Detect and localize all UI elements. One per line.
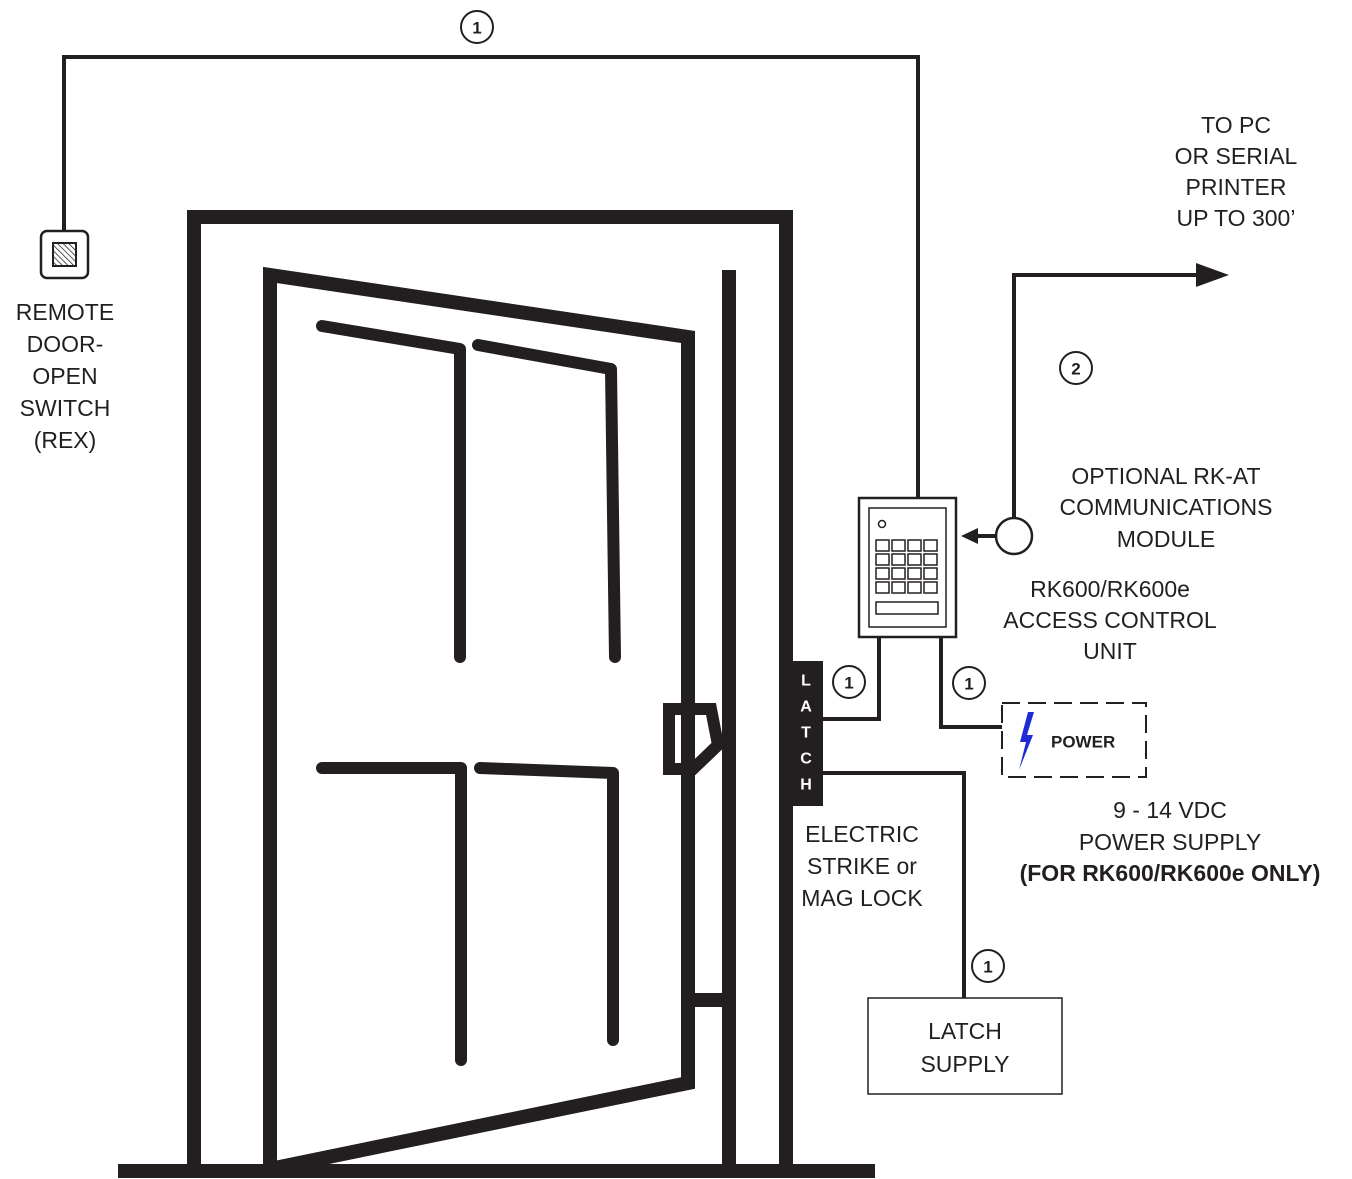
rex-label: (REX) [34, 427, 97, 453]
electric-strike-label: STRIKE or [807, 853, 917, 879]
wire-latch-to-supply [823, 771, 966, 998]
rex-label: DOOR- [27, 331, 104, 357]
comm-module-label: COMMUNICATIONS [1060, 494, 1273, 520]
svg-text:1: 1 [472, 19, 481, 38]
svg-text:2: 2 [1071, 360, 1080, 379]
keypad-key [875, 539, 890, 552]
svg-text:1: 1 [964, 675, 973, 694]
svg-text:1: 1 [844, 674, 853, 693]
keypad-key [907, 581, 922, 594]
comm-module-label: MODULE [1117, 526, 1215, 552]
access-unit-label: RK600/RK600e [1030, 576, 1190, 602]
keypad-key [891, 539, 906, 552]
power-box-label: POWER [1051, 733, 1115, 752]
keypad-key [875, 581, 890, 594]
to-pc-label: UP TO 300’ [1177, 205, 1296, 231]
keypad-keys [875, 539, 938, 594]
keypad-key [891, 567, 906, 580]
keypad-key [907, 567, 922, 580]
wire-number-power: 1 [952, 666, 986, 700]
electric-strike-label: ELECTRIC [805, 821, 919, 847]
wire-to-pc [1012, 273, 1210, 517]
electric-strike-label: MAG LOCK [801, 885, 923, 911]
comm-module [994, 516, 1034, 556]
door-leaf [263, 266, 695, 1176]
to-pc-label: OR SERIAL [1175, 143, 1298, 169]
door-panel-lower-left [316, 762, 467, 1066]
arrow-to-pc [1196, 263, 1229, 287]
keypad-key [875, 553, 890, 566]
latch-letter-t: T [801, 725, 811, 742]
access-unit-label: UNIT [1083, 638, 1137, 664]
rex-label: OPEN [32, 363, 97, 389]
door-frame [187, 210, 793, 1171]
door-handle [663, 703, 725, 775]
wire-number-comm: 2 [1059, 351, 1093, 385]
latch-supply-label: LATCH [928, 1018, 1002, 1044]
latch-letter-l: L [801, 673, 811, 690]
latch-letter-c: C [800, 751, 812, 768]
wire-rex-to-unit [62, 55, 920, 498]
latch-bar [790, 661, 823, 806]
to-pc-label: PRINTER [1186, 174, 1287, 200]
keypad-key [891, 581, 906, 594]
door-panel-lower-right [474, 762, 619, 1046]
keypad-key [907, 553, 922, 566]
to-pc-label: TO PC [1201, 112, 1271, 138]
latch-letter-h: H [800, 777, 812, 794]
power-supply-note: (FOR RK600/RK600e ONLY) [1020, 860, 1321, 886]
svg-text:1: 1 [983, 958, 992, 977]
power-supply-label: 9 - 14 VDC [1113, 797, 1227, 823]
rex-switch-icon [52, 242, 77, 267]
arrow-to-unit [961, 528, 978, 544]
latch-letter-a: A [800, 699, 812, 716]
keypad-key [907, 539, 922, 552]
rex-label: SWITCH [20, 395, 111, 421]
wire-number-supply: 1 [971, 949, 1005, 983]
door-panel-upper-left [316, 320, 466, 663]
power-supply-label: POWER SUPPLY [1079, 829, 1261, 855]
comm-module-label: OPTIONAL RK-AT [1071, 463, 1260, 489]
keypad-display [875, 601, 939, 615]
latch-supply-box [867, 997, 1063, 1095]
access-unit-label: ACCESS CONTROL [1003, 607, 1217, 633]
keypad-key [923, 581, 938, 594]
wire-number-top: 1 [460, 10, 494, 44]
rex-label: REMOTE [16, 299, 114, 325]
door-panel-upper-right [472, 339, 621, 663]
wire-unit-to-power [939, 637, 1002, 729]
wire-unit-to-latch [823, 637, 881, 721]
keypad-key [923, 539, 938, 552]
keypad-key [891, 553, 906, 566]
lightning-bolt-icon [1019, 712, 1034, 770]
wire-number-latch: 1 [832, 665, 866, 699]
keypad-key [923, 567, 938, 580]
latch-supply-label: SUPPLY [920, 1051, 1009, 1077]
keypad-key [923, 553, 938, 566]
keypad-key [875, 567, 890, 580]
